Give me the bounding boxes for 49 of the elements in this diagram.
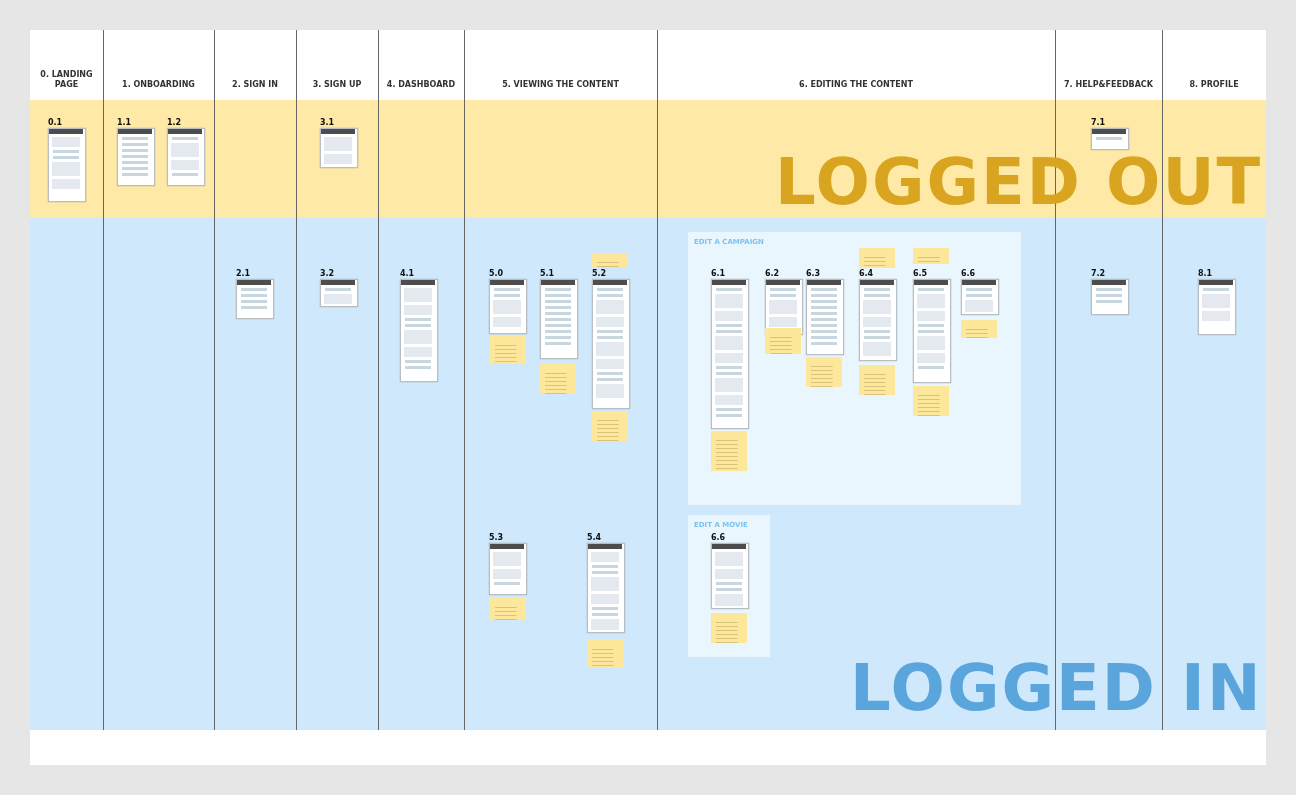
screen-number: 6.4 bbox=[859, 269, 874, 278]
column-header: 4. DASHBOARD bbox=[385, 80, 457, 90]
sticky-note bbox=[711, 431, 747, 471]
sticky-note bbox=[592, 411, 628, 441]
sticky-note bbox=[859, 365, 895, 395]
screen-number: 5.2 bbox=[592, 269, 607, 278]
sticky-note bbox=[540, 364, 576, 394]
sticky-note bbox=[490, 598, 526, 620]
sticky-note bbox=[765, 328, 801, 354]
screen-number: 6.6 bbox=[961, 269, 976, 278]
screen-number: 6.3 bbox=[806, 269, 821, 278]
screen-number: 5.4 bbox=[587, 533, 602, 542]
sticky-note bbox=[913, 386, 949, 416]
screen-number: 6.2 bbox=[765, 269, 780, 278]
screen-number: 1.1 bbox=[117, 118, 132, 127]
screen-number: 7.1 bbox=[1091, 118, 1106, 127]
screen-number: 1.2 bbox=[167, 118, 182, 127]
screen-number: 5.3 bbox=[489, 533, 504, 542]
sticky-note bbox=[592, 253, 628, 267]
column-header: 0. LANDING PAGE bbox=[39, 70, 94, 90]
sticky-note bbox=[711, 613, 747, 643]
sticky-note bbox=[587, 640, 623, 668]
swimlane-band bbox=[30, 218, 1266, 730]
column-header: 8. PROFILE bbox=[1188, 80, 1240, 90]
screen-number: 8.1 bbox=[1198, 269, 1213, 278]
column-header: 6. EDITING THE CONTENT bbox=[798, 80, 914, 90]
screen-number: 6.1 bbox=[711, 269, 726, 278]
screen-number: 3.2 bbox=[320, 269, 335, 278]
screen-number: 6.6 bbox=[711, 533, 726, 542]
column-header: 1. ONBOARDING bbox=[121, 80, 196, 90]
screen-number: 7.2 bbox=[1091, 269, 1106, 278]
sticky-note bbox=[490, 336, 526, 364]
screen-number: 5.0 bbox=[489, 269, 504, 278]
group-panel bbox=[688, 515, 770, 657]
sticky-note bbox=[859, 248, 895, 268]
screen-number: 0.1 bbox=[48, 118, 63, 127]
column-header: 2. SIGN IN bbox=[231, 80, 279, 90]
screen-number: 2.1 bbox=[236, 269, 251, 278]
column-header: 3. SIGN UP bbox=[311, 80, 363, 90]
screen-number: 4.1 bbox=[400, 269, 415, 278]
screen-number: 5.1 bbox=[540, 269, 555, 278]
sticky-note bbox=[913, 248, 949, 264]
sticky-note bbox=[806, 357, 842, 387]
screen-number: 3.1 bbox=[320, 118, 335, 127]
screen-number: 6.5 bbox=[913, 269, 928, 278]
group-panel bbox=[688, 232, 1021, 505]
column-header: 7. HELP&FEEDBACK bbox=[1063, 80, 1154, 90]
sticky-note bbox=[961, 320, 997, 338]
column-header: 5. VIEWING THE CONTENT bbox=[501, 80, 620, 90]
